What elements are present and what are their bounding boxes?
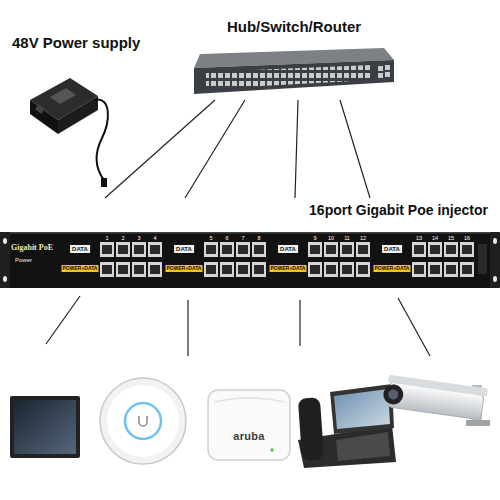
cable-line — [295, 100, 298, 198]
labelled-part: 48V Power supply — [8, 30, 160, 140]
port-number: 5 — [209, 235, 212, 241]
part-heading: 16port Gigabit Poe injector — [4, 202, 488, 219]
port-number: 14 — [432, 235, 438, 241]
ceiling-access-point — [100, 378, 186, 464]
part-heading: Hub/Switch/Router — [190, 18, 398, 36]
port-number: 10 — [328, 235, 334, 241]
port-group-label: DATA — [174, 245, 194, 253]
port-group-label: DATA — [278, 245, 298, 253]
part-heading: 48V Power supply — [12, 34, 156, 52]
labelled-part: 16port Gigabit Poe injector — [0, 198, 500, 288]
cable-line — [185, 100, 245, 198]
power-supply — [30, 78, 108, 187]
leader-lines — [46, 296, 430, 356]
port-group-label: POWER+DATA — [62, 265, 99, 272]
network-switch — [194, 48, 394, 94]
cable-line — [105, 100, 215, 198]
monitor — [10, 396, 80, 458]
port-group-label: DATA — [70, 245, 90, 253]
port-number: 16 — [464, 235, 470, 241]
port-number: 7 — [241, 235, 244, 241]
port-number: 3 — [137, 235, 140, 241]
port-number: 2 — [121, 235, 124, 241]
port-number: 11 — [344, 235, 350, 241]
port-number: 15 — [448, 235, 454, 241]
port-number: 4 — [153, 235, 156, 241]
port-number: 12 — [360, 235, 366, 241]
labelled-part: Hub/Switch/Router — [188, 16, 400, 100]
brand-logo: aruba — [233, 430, 264, 442]
port-group-label: POWER+DATA — [270, 265, 307, 272]
brand-label: Gigabit PoE — [11, 243, 53, 253]
port-number: 9 — [313, 235, 316, 241]
power-label: Power — [15, 257, 32, 264]
port-number: 6 — [225, 235, 228, 241]
port-number: 8 — [257, 235, 260, 241]
wireless-access-point — [208, 390, 290, 460]
port-group-label: POWER+DATA — [166, 265, 203, 272]
port-number: 13 — [416, 235, 422, 241]
ip-phone — [298, 384, 396, 468]
port-number: 1 — [105, 235, 108, 241]
port-group-label: POWER+DATA — [374, 265, 411, 272]
cable-line — [340, 100, 370, 198]
poe-injector-panel — [0, 232, 500, 288]
port-group-label: DATA — [382, 245, 402, 253]
ip-camera — [382, 374, 490, 426]
